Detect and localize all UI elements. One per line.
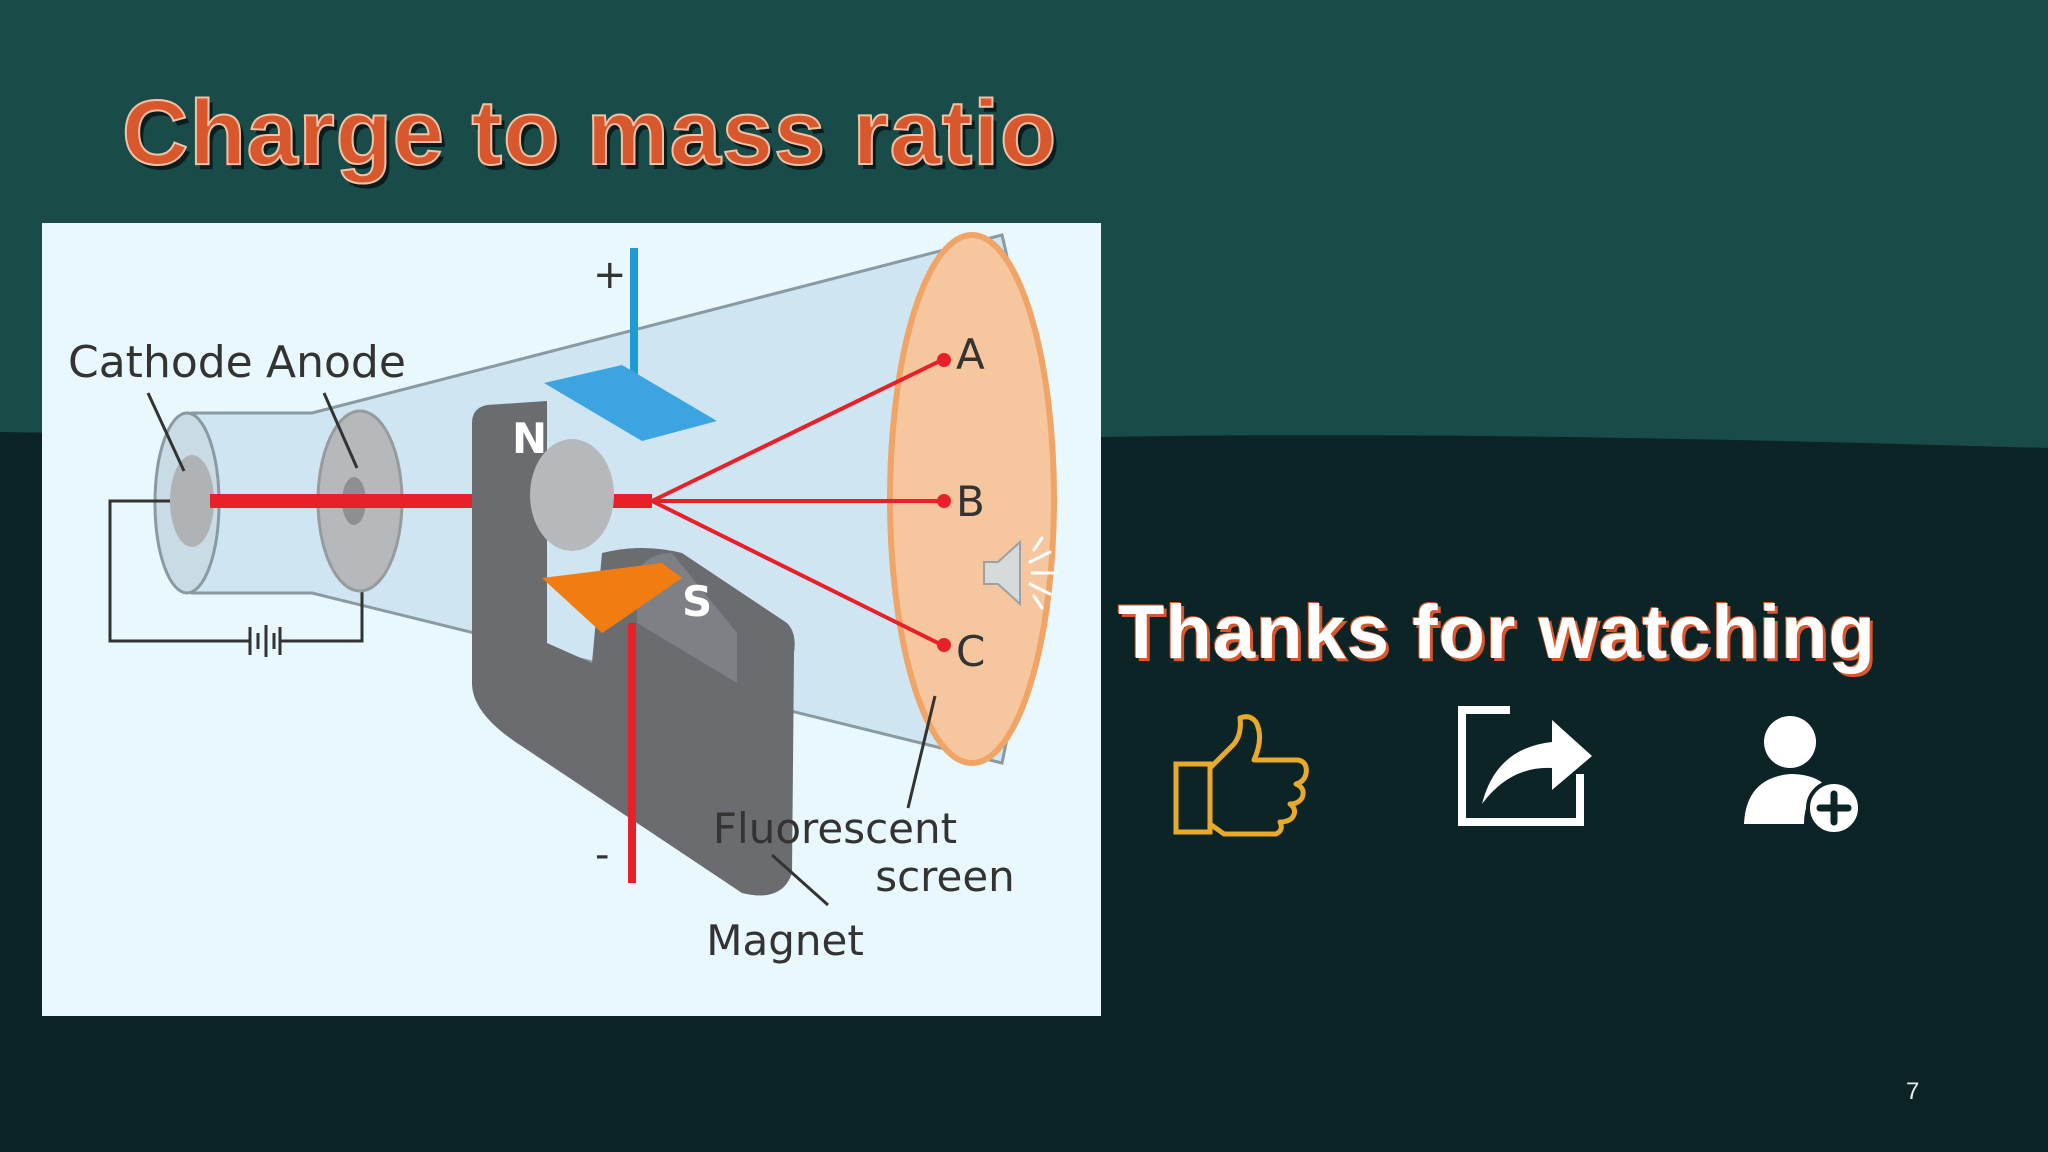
thumbs-up-icon[interactable] bbox=[1172, 712, 1312, 838]
screen-label-line2: screen bbox=[875, 852, 1015, 901]
point-c-label: C bbox=[956, 627, 985, 676]
negative-sign: - bbox=[595, 832, 609, 878]
point-c-dot bbox=[937, 638, 951, 652]
leader-lines bbox=[146, 392, 937, 907]
share-icon[interactable] bbox=[1456, 704, 1598, 828]
negative-plate bbox=[542, 563, 682, 633]
thanks-message: Thanks for watching bbox=[1118, 590, 1876, 675]
add-user-icon[interactable] bbox=[1738, 712, 1864, 838]
magnet-label: Magnet bbox=[706, 916, 864, 965]
point-a-label: A bbox=[956, 330, 985, 379]
cathode-disc bbox=[170, 455, 214, 547]
page-number: 7 bbox=[1906, 1078, 1920, 1105]
battery-symbol bbox=[248, 625, 282, 657]
positive-plate bbox=[544, 365, 717, 441]
anode-label: Anode bbox=[266, 337, 406, 388]
point-a-dot bbox=[937, 353, 951, 367]
north-pole-label: N bbox=[512, 414, 547, 463]
positive-sign: + bbox=[593, 252, 627, 298]
circuit-wire bbox=[108, 499, 364, 643]
cathode-label: Cathode bbox=[68, 337, 253, 388]
speaker-icon[interactable] bbox=[980, 532, 1062, 614]
screen-label-line1: Fluorescent bbox=[713, 804, 957, 853]
deflected-beams bbox=[651, 358, 943, 647]
point-b-label: B bbox=[956, 477, 985, 526]
slide-title: Charge to mass ratio bbox=[121, 81, 1058, 185]
cathode-ray-tube-diagram: Cathode Anode + - N S A B C Fluorescent … bbox=[42, 223, 1101, 1016]
south-pole-label: S bbox=[682, 577, 712, 626]
point-b-dot bbox=[937, 494, 951, 508]
